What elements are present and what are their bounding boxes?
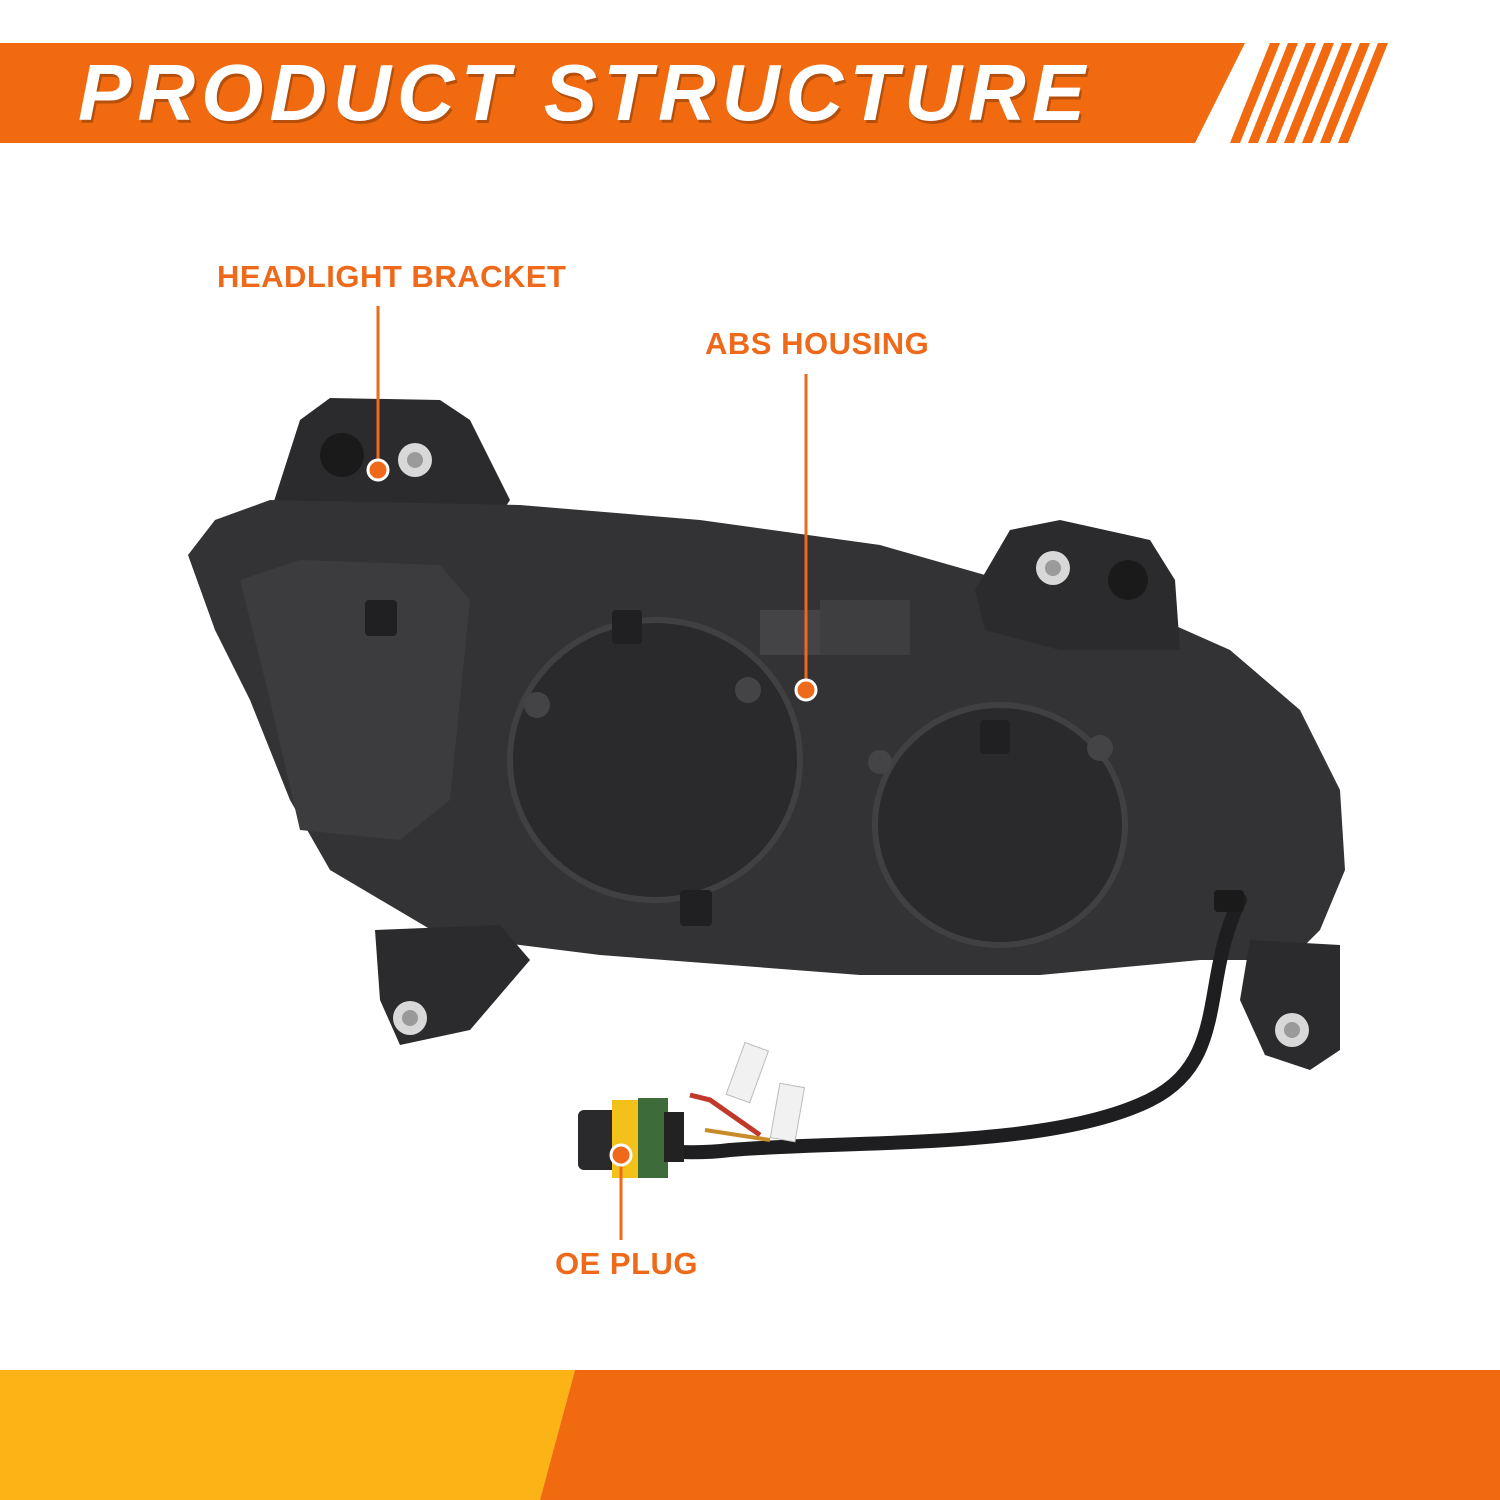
callout-dot-bracket (366, 458, 390, 482)
wire-harness (633, 893, 1247, 1160)
footer-stripe (0, 1370, 1500, 1500)
headlight-illustration (188, 306, 1345, 1240)
lens-bowl-right (872, 702, 1128, 948)
banner-background (0, 43, 1245, 143)
oe-plug-connector (578, 1098, 684, 1178)
callout-headlight-bracket: HEADLIGHT BRACKET (217, 259, 567, 294)
header-banner: PRODUCT STRUCTURE (0, 43, 1250, 143)
headlight-bracket-top-right (975, 520, 1180, 650)
callout-abs-housing: ABS HOUSING (705, 326, 930, 361)
callout-dot-housing (794, 678, 818, 702)
callout-oe-plug: OE PLUG (555, 1246, 699, 1281)
lens-bowl-left (507, 617, 803, 903)
callout-dot-plug (609, 1143, 633, 1167)
page-title: PRODUCT STRUCTURE (78, 48, 1092, 137)
bracket-bottom-right (1240, 940, 1340, 1070)
decorative-stripes (1230, 43, 1388, 143)
